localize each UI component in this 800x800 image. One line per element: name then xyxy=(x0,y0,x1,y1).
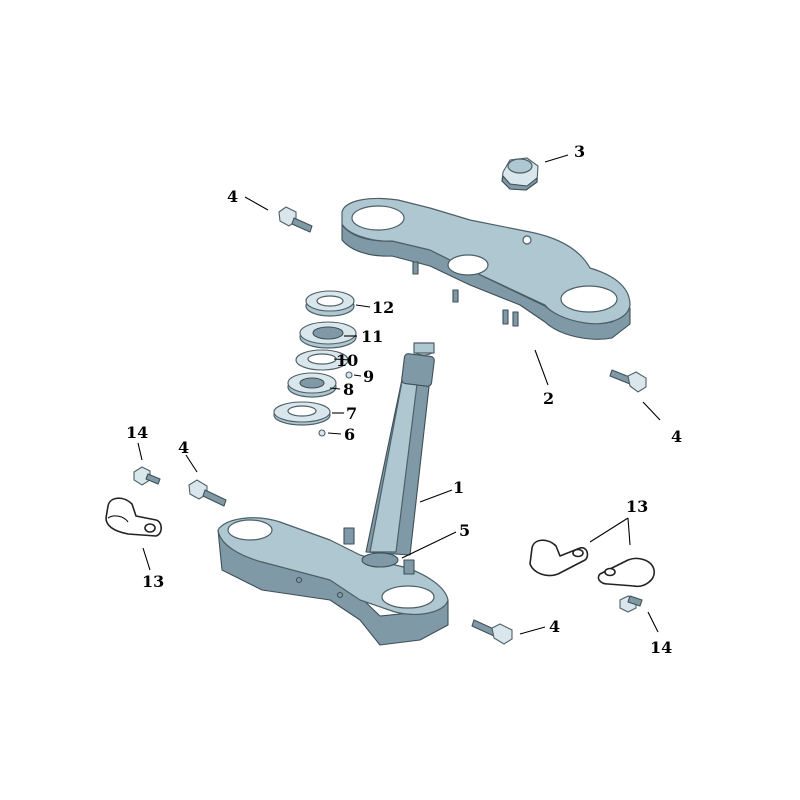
leader-10 xyxy=(333,358,351,361)
callout-1: 1 xyxy=(453,478,464,497)
callout-4-upper-left: 4 xyxy=(227,187,238,206)
part-13-clamp-right-a xyxy=(529,539,589,577)
part-4-bolt-middle-left xyxy=(188,479,227,507)
part-13-clamp-right-b xyxy=(597,557,655,588)
part-1-steering-stem xyxy=(365,342,435,556)
leader-14a xyxy=(137,442,143,461)
leader-5 xyxy=(401,531,457,559)
callout-labels: 1 2 3 4 4 4 4 5 6 7 8 9 10 11 12 13 13 1… xyxy=(126,142,682,657)
part-4-bolt-upper-left xyxy=(278,206,313,233)
callout-4-bottom: 4 xyxy=(549,617,560,636)
leader-lines xyxy=(137,154,661,635)
part-4-bolt-bottom xyxy=(471,619,513,645)
leader-6 xyxy=(327,432,342,435)
leader-12 xyxy=(355,304,371,308)
callout-12: 12 xyxy=(372,298,394,317)
leader-13b1 xyxy=(589,517,629,543)
part-8-bearing xyxy=(287,372,337,398)
callout-14-left: 14 xyxy=(126,423,148,442)
leader-13a xyxy=(142,547,151,571)
leader-2 xyxy=(534,349,549,386)
callout-6: 6 xyxy=(344,425,355,444)
callout-4-right: 4 xyxy=(671,427,682,446)
part-7-bearing-race xyxy=(273,401,331,426)
part-9-ball xyxy=(345,371,353,379)
leader-4d xyxy=(519,626,546,635)
part-14-screw-left xyxy=(133,466,161,486)
part-14-screw-right xyxy=(619,595,643,613)
leader-14b xyxy=(647,611,659,633)
callout-13-right: 13 xyxy=(626,497,648,516)
part-3-cap-nut xyxy=(501,157,539,191)
leader-1 xyxy=(419,489,453,503)
part-12-lock-nut xyxy=(305,290,355,317)
callout-10: 10 xyxy=(336,351,358,370)
callout-4-middle-left: 4 xyxy=(178,438,189,457)
callout-5: 5 xyxy=(459,521,470,540)
part-2-upper-triple-clamp xyxy=(341,197,631,340)
leader-4b xyxy=(642,401,661,421)
callout-3: 3 xyxy=(574,142,585,161)
leader-9 xyxy=(353,374,362,377)
part-13-clamp-left xyxy=(105,497,163,537)
callout-11: 11 xyxy=(361,327,383,346)
callout-2: 2 xyxy=(543,389,554,408)
leader-8 xyxy=(329,387,341,390)
part-10-bearing-race xyxy=(295,349,349,371)
part-11-dust-seal xyxy=(299,321,357,349)
leader-13b2 xyxy=(627,517,631,546)
callout-14-right: 14 xyxy=(650,638,672,657)
leader-4a xyxy=(244,196,269,211)
callout-9: 9 xyxy=(363,367,374,386)
callout-13-left: 13 xyxy=(142,572,164,591)
leader-4c xyxy=(185,454,198,473)
part-1-lower-triple-clamp xyxy=(217,517,449,646)
leader-3 xyxy=(544,154,569,163)
callout-7: 7 xyxy=(346,404,357,423)
part-4-bolt-right xyxy=(609,369,647,393)
part-6-ball xyxy=(318,429,326,437)
callout-8: 8 xyxy=(343,380,354,399)
